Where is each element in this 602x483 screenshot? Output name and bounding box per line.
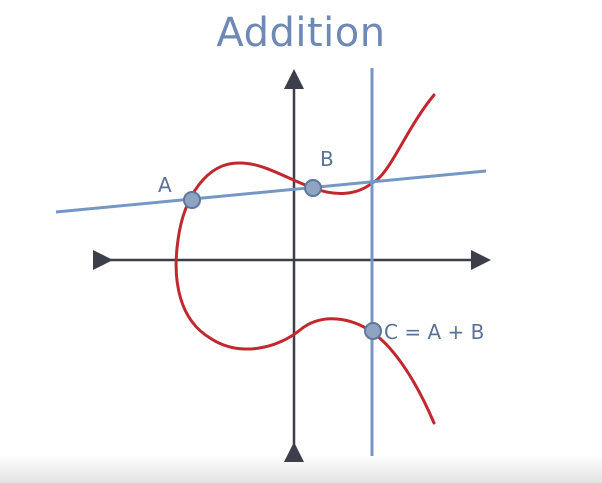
page-title: Addition [216,10,386,56]
point-a-label: A [158,173,172,197]
secant-line [55,169,487,214]
point-b-label: B [320,147,334,171]
elliptic-curve [174,93,436,425]
point-c [364,322,382,340]
point-b [304,179,322,197]
point-c-label: C = A + B [384,320,484,344]
point-a [183,191,201,209]
